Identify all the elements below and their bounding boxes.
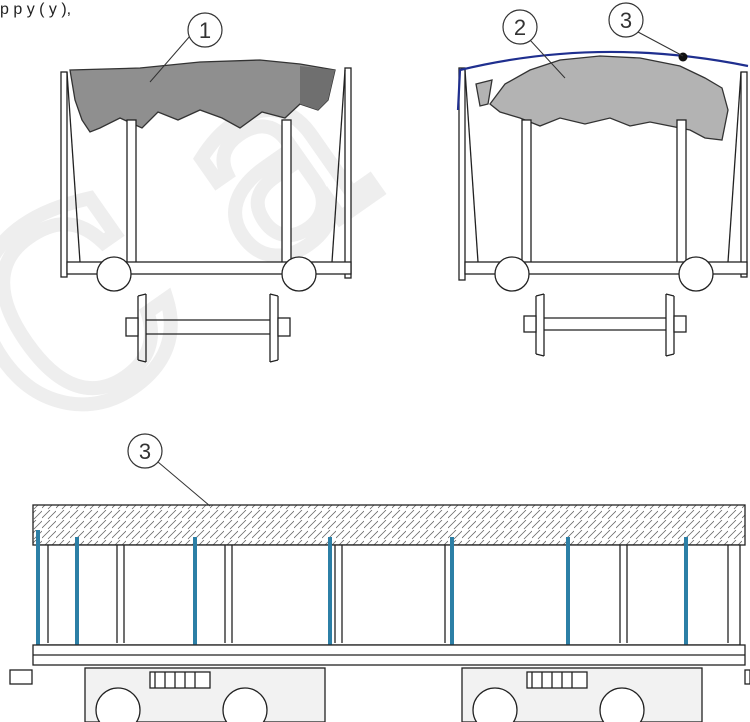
- load-heap-covered: [489, 55, 729, 141]
- tarpaulin-band: [32, 504, 746, 546]
- end-view-covered: [458, 55, 748, 357]
- svg-text:3: 3: [620, 8, 632, 33]
- svg-text:2: 2: [514, 15, 526, 40]
- end-view-uncovered: [60, 59, 352, 363]
- tie-down-straps: [36, 530, 688, 645]
- svg-text:1: 1: [199, 18, 211, 43]
- svg-text:3: 3: [139, 439, 151, 464]
- callout-3-bottom: 3: [127, 433, 211, 507]
- bogie-right: [461, 667, 703, 722]
- load-heap-uncovered: [69, 59, 336, 133]
- callout-1: 1: [149, 12, 223, 83]
- bogie-left: [84, 667, 326, 722]
- callout-2: 2: [502, 9, 566, 79]
- side-view-wagon: [9, 504, 750, 722]
- header-caption: p p y ( y ),: [0, 1, 71, 18]
- tarpaulin-cover: [456, 50, 749, 111]
- callout-3-top: 3: [608, 2, 684, 57]
